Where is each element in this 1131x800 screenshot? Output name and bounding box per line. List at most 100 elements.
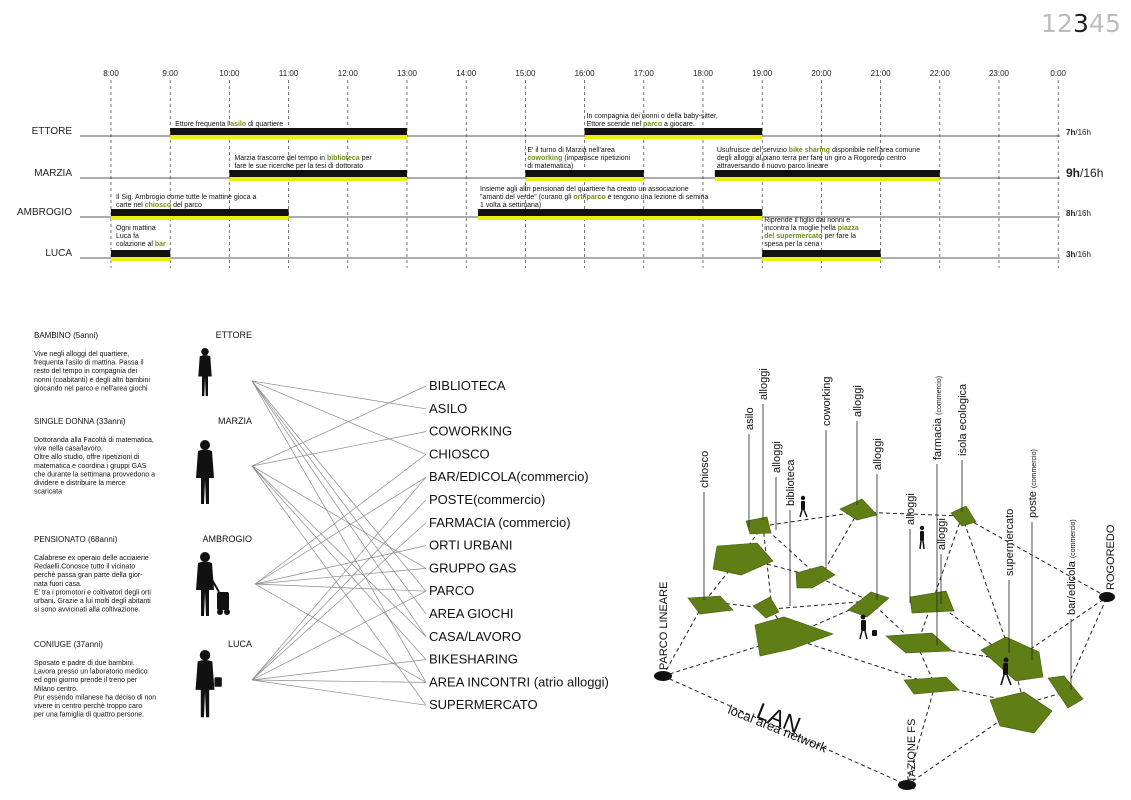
profile-description-line: Dottoranda alla Facoltà di matematica, xyxy=(34,437,154,444)
profile-name: ETTORE xyxy=(216,330,252,340)
person-row-label: AMBROGIO xyxy=(17,207,72,218)
person-row-label: ETTORE xyxy=(32,126,73,137)
hour-label: 20:00 xyxy=(811,69,832,78)
hour-label: 0:00 xyxy=(1050,69,1066,78)
network-link xyxy=(932,515,963,601)
lan-node-label: alloggi xyxy=(852,385,864,417)
child-silhouette-icon xyxy=(198,348,212,396)
profile-type: CONIUGE (37anni) xyxy=(34,640,103,649)
page-number[interactable]: 2 xyxy=(1057,9,1073,38)
profile-name: MARZIA xyxy=(218,416,252,426)
hub-node-stazione-fs xyxy=(898,780,916,790)
activity-bar-highlight xyxy=(111,216,289,220)
network-link xyxy=(662,636,789,677)
profile-description-line: Sposato e padre di due bambini. xyxy=(34,660,135,667)
activity-bar-highlight xyxy=(525,177,644,181)
activity-note: Marzia trascorre del tempo in biblioteca… xyxy=(234,155,372,170)
activity-note: In compagnia dei nonni o della baby-sitt… xyxy=(587,113,718,128)
hub-node-rogoredo xyxy=(1099,592,1115,602)
green-space-patch xyxy=(903,676,960,695)
activity-bar xyxy=(525,170,644,177)
profile-description-line: resto del tempo in compagnia dei xyxy=(34,368,138,375)
place-label: BIKESHARING xyxy=(429,652,518,667)
lan-node-label: coworking xyxy=(821,376,833,426)
hour-label: 14:00 xyxy=(456,69,477,78)
network-link xyxy=(662,600,706,677)
network-link xyxy=(1012,596,1108,662)
activity-note: Insieme agli altri pensionati del quarti… xyxy=(480,186,708,209)
hub-node-parco-lineare xyxy=(654,671,672,681)
place-label: AREA GIOCHI xyxy=(429,606,514,621)
activity-note: Usufruisce del servizio bike sharing dis… xyxy=(717,147,920,170)
green-space-patch xyxy=(752,596,780,619)
person-place-link xyxy=(251,465,427,569)
green-space-patch xyxy=(989,691,1053,734)
hours-total: 7h/16h xyxy=(1066,128,1091,137)
hour-label: 22:00 xyxy=(930,69,951,78)
person-place-link xyxy=(251,659,427,681)
place-label: PARCO xyxy=(429,583,474,598)
page-number[interactable]: 5 xyxy=(1105,9,1121,38)
page-number[interactable]: 4 xyxy=(1089,9,1105,38)
network-link xyxy=(961,515,1108,598)
profile-name: AMBROGIO xyxy=(202,534,252,544)
place-label: ASILO xyxy=(429,401,467,416)
hour-label: 9:00 xyxy=(162,69,178,78)
hour-label: 12:00 xyxy=(338,69,359,78)
network-link xyxy=(704,556,741,602)
profile-description-line: Redaelli.Conosce tutto il vicinato xyxy=(34,564,135,571)
green-space-patch xyxy=(950,505,977,527)
page-number[interactable]: 1 xyxy=(1041,9,1057,38)
lan-node-label: alloggi xyxy=(936,518,948,550)
place-label: FARMACIA (commercio) xyxy=(429,515,571,530)
green-space-patch xyxy=(795,565,836,589)
page-number-current[interactable]: 3 xyxy=(1073,9,1089,38)
activity-bar-highlight xyxy=(762,257,881,261)
activity-bar-highlight xyxy=(229,177,407,181)
green-space-patch xyxy=(980,636,1044,682)
man-walking-silhouette-icon xyxy=(195,650,222,718)
person-place-link xyxy=(251,679,427,706)
profile-description-line: si sono avvicinati alla coltivazione. xyxy=(34,607,140,614)
place-label: CASA/LAVORO xyxy=(429,629,521,644)
green-space-patch xyxy=(687,595,734,615)
hour-label: 10:00 xyxy=(219,69,240,78)
green-space-patch xyxy=(754,616,834,657)
person-place-link xyxy=(251,522,427,681)
profile-description-line: nonni (coabitanti) e degli altri bambini xyxy=(34,377,150,384)
person-place-link xyxy=(251,431,427,467)
person-place-link xyxy=(251,380,427,615)
hours-total: 3h/16h xyxy=(1066,250,1091,259)
place-label: POSTE(commercio) xyxy=(429,492,545,507)
person-place-link xyxy=(254,545,427,585)
network-link xyxy=(762,525,773,610)
profile-description-line: per una famiglia di quattro persone. xyxy=(34,712,144,719)
place-label: CHIOSCO xyxy=(429,446,490,461)
hour-label: 15:00 xyxy=(515,69,536,78)
green-space-patch xyxy=(847,591,890,618)
activity-bar-highlight xyxy=(170,135,407,139)
person-place-link xyxy=(251,590,427,681)
activity-bar-highlight xyxy=(714,177,940,181)
lan-node-label: biblioteca xyxy=(785,459,797,506)
lan-node-label: asilo xyxy=(744,407,756,430)
network-link xyxy=(771,600,871,610)
network-link xyxy=(961,515,1014,662)
lan-node-label: alloggi xyxy=(771,441,783,473)
hour-label: 19:00 xyxy=(752,69,773,78)
lan-node-label: farmacia(commercio) xyxy=(932,376,944,460)
profile-description-line: giocando nel parco e nell'area giochi xyxy=(34,385,148,392)
lan-node-label: alloggi xyxy=(905,493,917,525)
profile-description-line: perchè passa gran parte della gior- xyxy=(34,572,143,579)
activity-note: Il Sig. Ambrogio come tutte le mattine g… xyxy=(116,194,257,209)
profile-description-line: E' tra i promotori e coltivatori degli o… xyxy=(34,589,151,596)
lan-node-label: isola ecologica xyxy=(957,383,969,456)
person-place-link xyxy=(251,499,427,681)
person-place-links xyxy=(251,380,427,706)
green-space-patch xyxy=(885,632,953,654)
hour-label: 18:00 xyxy=(693,69,714,78)
activity-bar xyxy=(762,250,881,257)
places-list: BIBLIOTECAASILOCOWORKINGCHIOSCOBAR/EDICO… xyxy=(429,378,609,712)
profile-description-line: ed ogni giorno prende il treno per xyxy=(34,677,138,684)
